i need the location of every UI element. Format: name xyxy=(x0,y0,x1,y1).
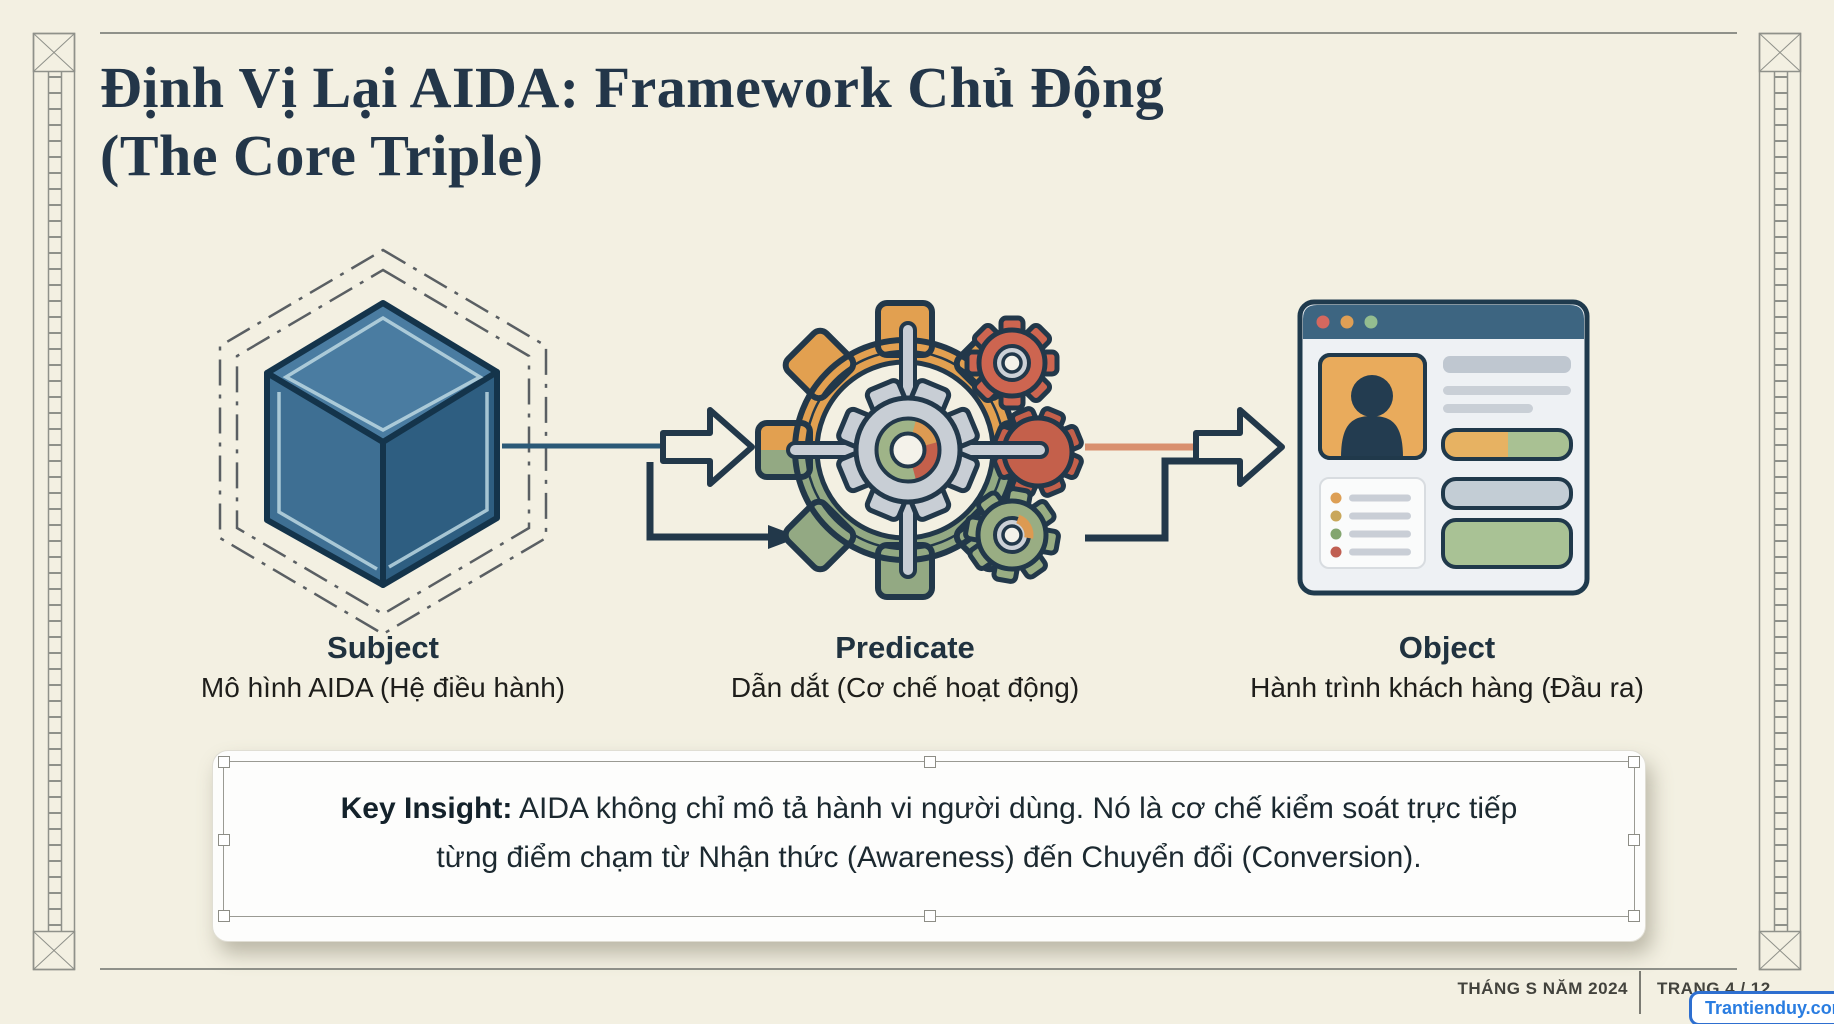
selection-handle-mid-left[interactable] xyxy=(218,834,230,846)
content-lines xyxy=(1443,356,1571,413)
gears-icon xyxy=(758,303,1084,597)
page-title-line2: (The Core Triple) xyxy=(100,122,544,188)
selection-handle-top-right[interactable] xyxy=(1628,756,1640,768)
subject-sublabel: Mô hình AIDA (Hệ điều hành) xyxy=(200,672,566,703)
key-insight-body: AIDA không chỉ mô tả hành vi người dùng.… xyxy=(436,792,1518,874)
red-top-gear xyxy=(964,315,1060,411)
selection-handle-bottom-left[interactable] xyxy=(218,910,230,922)
predicate-sublabel: Dẫn dắt (Cơ chế hoạt động) xyxy=(730,672,1080,703)
object-sublabel: Hành trình khách hàng (Đầu ra) xyxy=(1250,672,1644,703)
left-ruler-decoration xyxy=(32,32,76,971)
watermark-badge[interactable]: Trantienduy.com xyxy=(1689,991,1834,1024)
checklist-card xyxy=(1319,477,1426,569)
subject-label: Subject xyxy=(327,630,439,665)
frame-border xyxy=(100,32,1737,970)
footer-divider xyxy=(1639,971,1641,1014)
object-label: Object xyxy=(1398,630,1496,665)
selection-handle-bottom-center[interactable] xyxy=(924,910,936,922)
green-panel xyxy=(1441,518,1573,569)
page-title: Định Vị Lại AIDA: Framework Chủ Động (Th… xyxy=(100,54,1400,190)
selection-handle-bottom-right[interactable] xyxy=(1628,910,1640,922)
column-predicate: Predicate Dẫn dắt (Cơ chế hoạt động) xyxy=(731,630,1079,704)
selection-outline xyxy=(218,756,1640,922)
selection-handle-top-left[interactable] xyxy=(218,756,230,768)
column-object: Object Hành trình khách hàng (Đầu ra) xyxy=(1250,630,1644,704)
predicate-label: Predicate xyxy=(835,630,975,665)
cube-icon xyxy=(218,248,664,636)
page-title-line1: Định Vị Lại AIDA: Framework Chủ Động xyxy=(100,55,1165,120)
green-bottom-gear xyxy=(963,486,1061,584)
footer-date: THÁNG S NĂM 2024 xyxy=(1457,979,1628,998)
flow-arrow-right xyxy=(1085,407,1285,542)
hexagon-dashed-outline xyxy=(218,248,548,636)
right-ruler-decoration xyxy=(1758,32,1802,971)
selection-handle-mid-right[interactable] xyxy=(1628,834,1640,846)
browser-window-icon xyxy=(1297,299,1590,596)
gray-button xyxy=(1441,477,1573,510)
column-subject: Subject Mô hình AIDA (Hệ điều hành) xyxy=(201,630,565,704)
selection-handle-top-center[interactable] xyxy=(924,756,936,768)
key-insight-box[interactable]: Key Insight: AIDA không chỉ mô tả hành v… xyxy=(212,750,1646,942)
key-insight-text: Key Insight: AIDA không chỉ mô tả hành v… xyxy=(319,785,1539,882)
browser-titlebar xyxy=(1303,305,1584,339)
avatar xyxy=(1318,353,1427,460)
progress-bar xyxy=(1441,428,1573,461)
browser-dots xyxy=(1316,315,1378,329)
key-insight-prefix: Key Insight: xyxy=(340,792,513,825)
center-gear xyxy=(836,378,980,522)
